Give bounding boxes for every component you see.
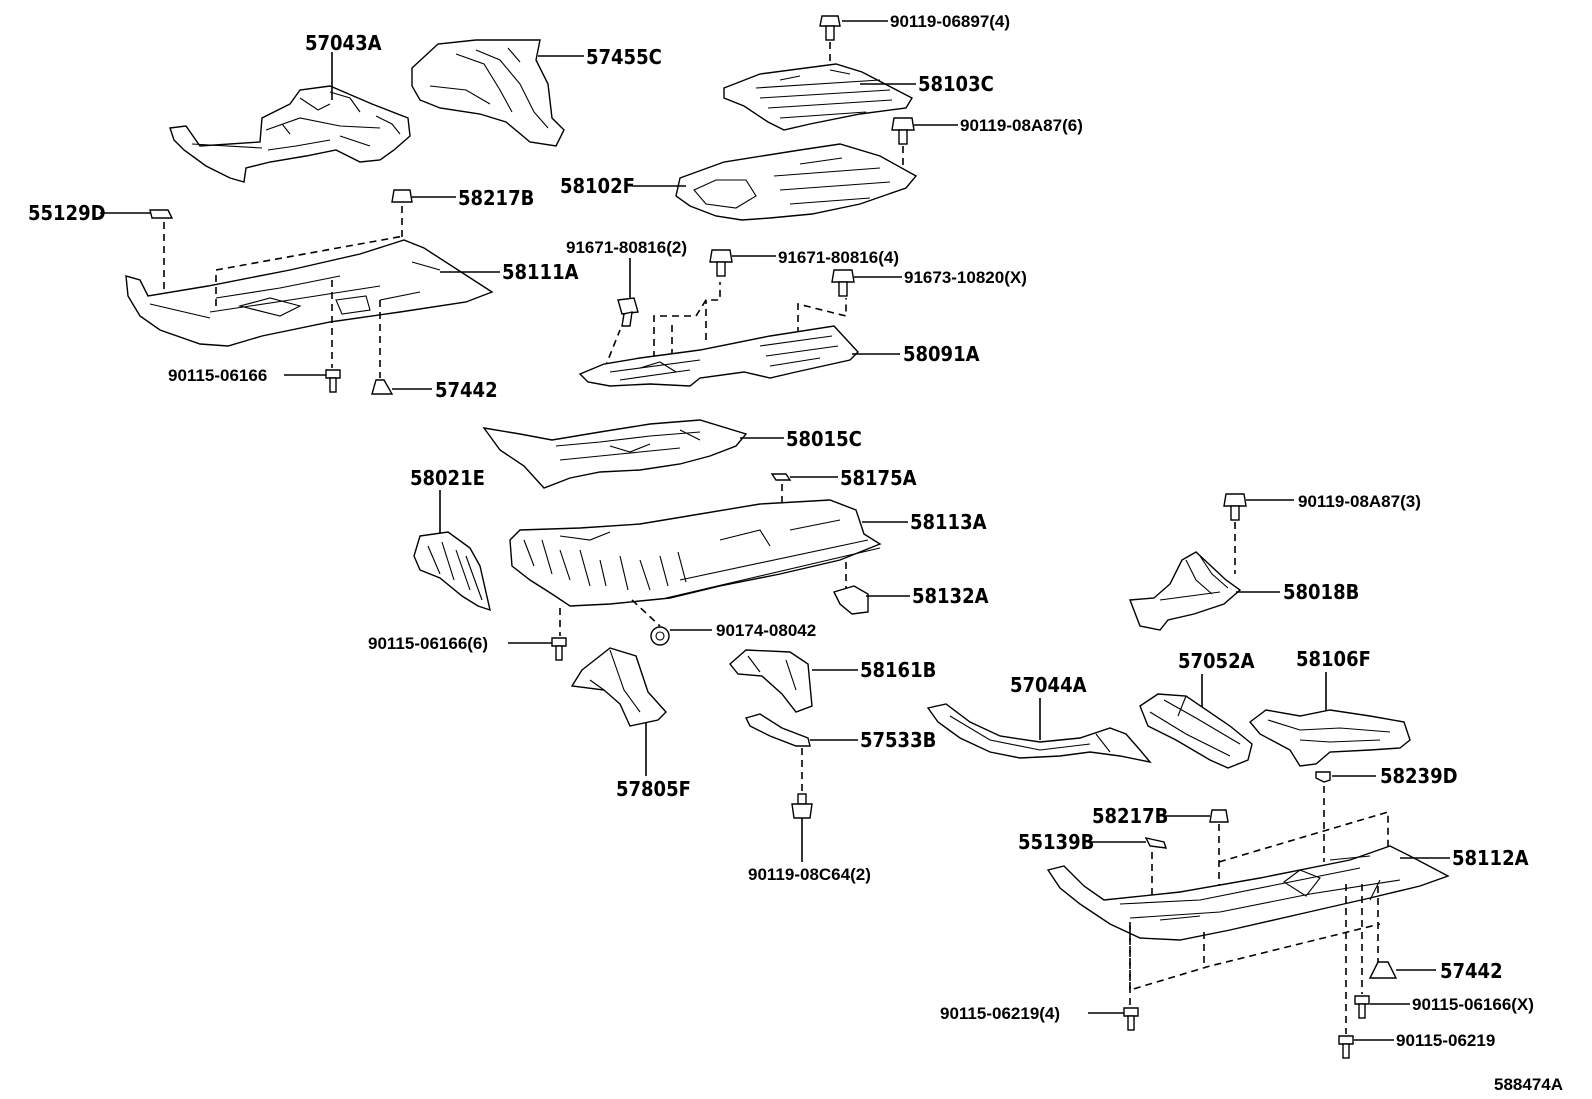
nut-58217B-icon	[391, 189, 413, 203]
label-55139B: 55139B	[1018, 830, 1094, 854]
label-58103C: 58103C	[918, 72, 994, 96]
bolt-90119-08A87-6-icon	[891, 117, 915, 145]
label-90119-08A87-3: 90119-08A87(3)	[1298, 492, 1421, 511]
label-90174-08042: 90174-08042	[716, 621, 816, 640]
bolt-90119-08A87-3-icon	[1223, 493, 1247, 521]
part-58239D-drawing	[1315, 771, 1331, 783]
label-58018B: 58018B	[1283, 580, 1359, 604]
label-58161B: 58161B	[860, 658, 936, 682]
label-58217B-b: 58217B	[1092, 804, 1168, 828]
label-57044A: 57044A	[1010, 673, 1087, 697]
label-58175A: 58175A	[840, 466, 917, 490]
part-58161B-drawing	[729, 649, 813, 713]
part-57052A-drawing	[1139, 693, 1253, 769]
part-57044A-drawing	[926, 703, 1152, 764]
part-58015C-drawing	[482, 419, 748, 489]
part-55139B-drawing	[1144, 836, 1168, 849]
part-58132A-drawing	[833, 585, 869, 615]
label-58091A: 58091A	[903, 342, 980, 366]
label-58021E: 58021E	[410, 466, 485, 490]
label-90115-06166-x: 90115-06166(X)	[1412, 995, 1534, 1014]
nut-58217B-b-icon	[1209, 809, 1229, 823]
part-55129D-drawing	[149, 209, 174, 219]
part-58175A-drawing	[770, 473, 792, 481]
label-58239D: 58239D	[1380, 764, 1458, 788]
screw-90115-06166-6-icon	[551, 637, 567, 661]
part-58102F-drawing	[675, 143, 918, 221]
bolt-91671-80816-2-icon	[617, 297, 639, 327]
part-57533B-drawing	[744, 713, 811, 747]
part-58111A-drawing	[125, 239, 494, 347]
label-57052A: 57052A	[1178, 649, 1255, 673]
bolt-91671-80816-4-icon	[709, 249, 733, 277]
label-55129D: 55129D	[28, 201, 106, 225]
label-90119-08C64: 90119-08C64(2)	[748, 865, 871, 884]
label-90119-08A87-6: 90119-08A87(6)	[960, 116, 1083, 135]
part-58018B-drawing	[1129, 551, 1242, 631]
label-58132A: 58132A	[912, 584, 989, 608]
label-91673-10820: 91673-10820(X)	[904, 268, 1027, 287]
label-57533B: 57533B	[860, 728, 936, 752]
part-57455C-drawing	[411, 39, 565, 147]
bolt-90119-08C64-icon	[791, 793, 813, 819]
nut-57442-b-icon	[1368, 961, 1398, 979]
part-58091A-drawing	[578, 325, 859, 387]
label-58111A: 58111A	[502, 260, 579, 284]
label-90115-06219: 90115-06219	[1396, 1031, 1495, 1050]
bolt-91673-10820-icon	[831, 269, 855, 297]
label-57043A: 57043A	[305, 31, 382, 55]
label-58102F: 58102F	[560, 174, 635, 198]
label-58112A: 58112A	[1452, 846, 1529, 870]
diagram-id: 588474A	[1494, 1075, 1563, 1094]
label-57805F: 57805F	[616, 777, 691, 801]
part-58112A-drawing	[1046, 845, 1450, 941]
label-58015C: 58015C	[786, 427, 862, 451]
label-91671-80816-4: 91671-80816(4)	[778, 248, 899, 267]
nut-57442-a-icon	[371, 379, 394, 395]
part-58103C-drawing	[723, 63, 913, 131]
screw-90115-06166-a-icon	[325, 369, 341, 393]
nut-90174-08042-icon	[650, 626, 670, 646]
screw-90115-06166-x-icon	[1354, 995, 1370, 1019]
label-90115-06219-4: 90115-06219(4)	[940, 1004, 1060, 1023]
label-57442-a: 57442	[435, 378, 498, 402]
label-90115-06166-6: 90115-06166(6)	[368, 634, 488, 653]
label-58106F: 58106F	[1296, 647, 1371, 671]
part-57805F-drawing	[570, 647, 667, 727]
part-58021E-drawing	[413, 531, 491, 612]
screw-90115-06219-icon	[1338, 1035, 1354, 1059]
label-58217B-a: 58217B	[458, 186, 534, 210]
label-90119-06897: 90119-06897(4)	[890, 12, 1010, 31]
label-58113A: 58113A	[910, 510, 987, 534]
label-57455C: 57455C	[586, 45, 662, 69]
part-58113A-drawing	[509, 499, 882, 607]
bolt-90119-06897-icon	[819, 15, 841, 41]
label-57442-b: 57442	[1440, 959, 1503, 983]
label-91671-80816-2: 91671-80816(2)	[566, 238, 687, 257]
part-58106F-drawing	[1248, 709, 1411, 767]
screw-90115-06219-4-icon	[1123, 1007, 1139, 1031]
label-90115-06166-a: 90115-06166	[168, 366, 267, 385]
part-57043A-drawing	[169, 85, 411, 183]
